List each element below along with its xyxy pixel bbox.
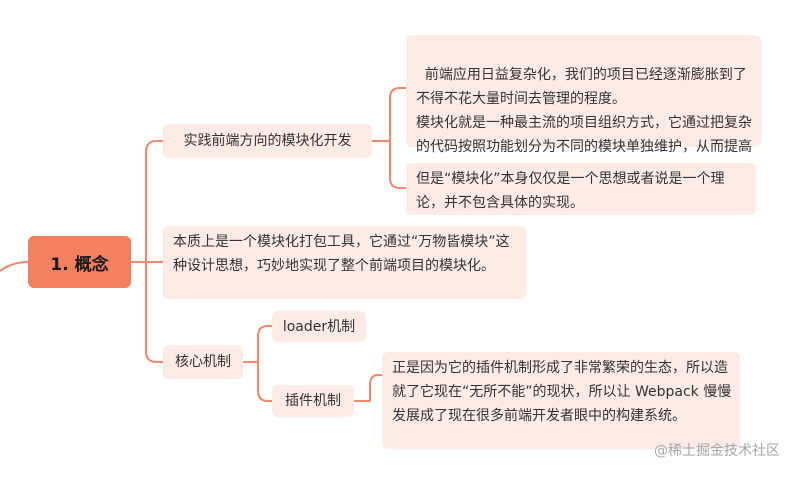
branch-line-plugin xyxy=(257,361,273,402)
node-core[interactable]: 核心机制 xyxy=(163,345,243,379)
node-practice[interactable]: 实践前端方向的模块化开发 xyxy=(163,124,372,158)
branch-line-note2 xyxy=(389,140,407,189)
node-plugin-label: 插件机制 xyxy=(285,393,341,409)
node-core-label: 核心机制 xyxy=(175,354,231,370)
node-essence[interactable]: 本质上是一个模块化打包工具，它通过“万物皆模块”这种设计思想，巧妙地实现了整个前… xyxy=(163,226,526,299)
root-label: 1. 概念 xyxy=(50,254,109,275)
node-essence-text: 本质上是一个模块化打包工具，它通过“万物皆模块”这种设计思想，巧妙地实现了整个前… xyxy=(173,234,510,274)
node-practice-note-2-text: 但是“模块化”本身仅仅是一个思想或者说是一个理论，并不包含具体的实现。 xyxy=(416,171,725,211)
branch-line-loader xyxy=(257,325,273,363)
node-plugin[interactable]: 插件机制 xyxy=(272,385,354,417)
node-practice-note-2[interactable]: 但是“模块化”本身仅仅是一个思想或者说是一个理论，并不包含具体的实现。 xyxy=(406,163,756,215)
node-loader-label: loader机制 xyxy=(282,318,356,335)
node-practice-label: 实践前端方向的模块化开发 xyxy=(183,133,352,149)
node-loader[interactable]: loader机制 xyxy=(272,311,366,342)
branch-line-practice xyxy=(145,140,164,263)
branch-line-plugin-note xyxy=(369,374,383,402)
node-plugin-note[interactable]: 正是因为它的插件机制形成了非常繁荣的生态，所以造就了它现在“无所不能”的现状，所… xyxy=(382,352,740,449)
watermark: @稀土掘金技术社区 xyxy=(654,443,780,459)
branch-line-core xyxy=(145,261,164,363)
branch-line-note1 xyxy=(389,87,407,142)
node-plugin-note-text: 正是因为它的插件机制形成了非常繁荣的生态，所以造就了它现在“无所不能”的现状，所… xyxy=(392,360,732,424)
root-node[interactable]: 1. 概念 xyxy=(28,236,131,288)
root-incoming-line xyxy=(0,261,29,272)
node-practice-note-1[interactable]: 前端应用日益复杂化，我们的项目已经逐渐膨胀到了不得不花大量时间去管理的程度。 模… xyxy=(406,35,761,179)
